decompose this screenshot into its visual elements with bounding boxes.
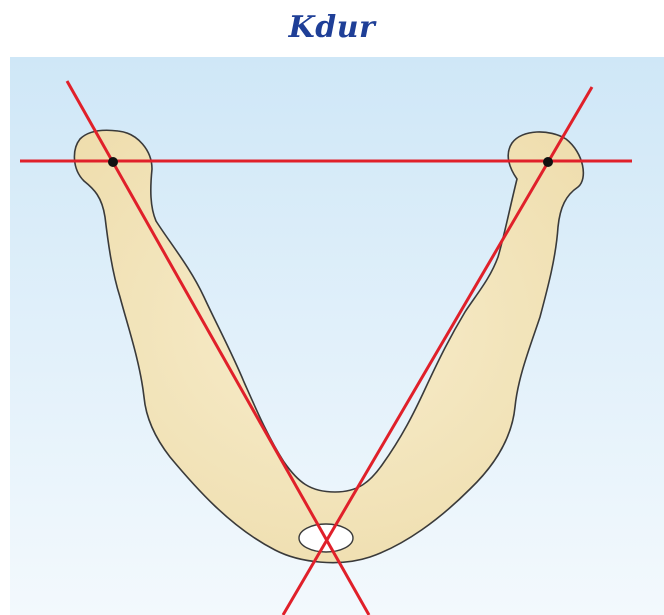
page-title: Kdur xyxy=(0,8,664,48)
left-condyle-point xyxy=(108,157,118,167)
mandible-diagram xyxy=(10,57,664,615)
mandible-figure xyxy=(10,57,664,615)
right-condyle-point xyxy=(543,157,553,167)
